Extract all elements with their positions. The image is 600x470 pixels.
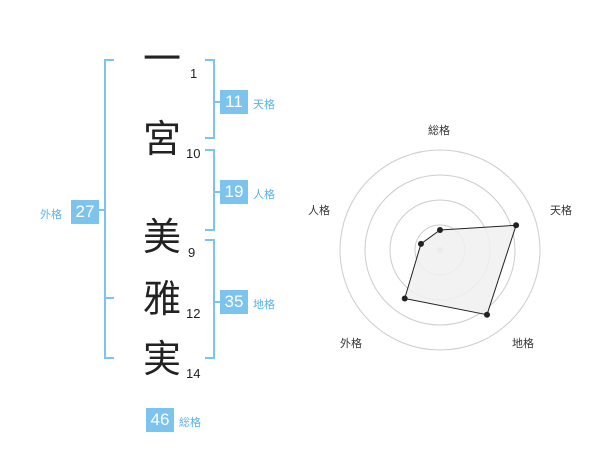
chikaku-label: 地格: [253, 298, 275, 311]
name-char-5: 実: [142, 337, 181, 381]
tenkaku-value: 11: [220, 90, 248, 114]
radar-point-3: [401, 295, 408, 302]
radar-label-gaikaku: 外格: [340, 337, 362, 350]
soukaku-label: 総格: [179, 416, 201, 429]
tenkaku-bracket: [205, 59, 220, 139]
stroke-count-2: 10: [186, 146, 201, 161]
radar-point-1: [513, 222, 520, 229]
name-char-2: 宮: [142, 117, 181, 161]
radar-point-4: [417, 240, 424, 247]
stroke-count-4: 12: [186, 306, 201, 321]
radar-label-jinkaku: 人格: [308, 204, 330, 217]
chikaku-value: 35: [220, 290, 248, 314]
jinkaku-label: 人格: [253, 188, 275, 201]
radar-label-tenkaku: 天格: [550, 204, 572, 217]
radar-point-0: [437, 227, 443, 233]
gaikaku-value: 27: [71, 200, 99, 224]
radar-ring: [364, 174, 516, 326]
stroke-count-3: 9: [188, 245, 196, 260]
name-char-1: 一: [142, 37, 181, 81]
radar-polygon: [404, 224, 517, 316]
radar-ring: [339, 149, 541, 351]
stroke-count-1: 1: [190, 66, 198, 81]
jinkaku-value: 19: [220, 180, 248, 204]
stroke-count-5: 14: [186, 366, 201, 381]
soukaku-value: 46: [146, 408, 174, 432]
jinkaku-bracket: [205, 149, 220, 231]
name-char-3: 美: [142, 215, 181, 259]
tenkaku-label: 天格: [253, 98, 275, 111]
radar-label-soukaku: 総格: [428, 124, 450, 137]
name-char-4: 雅: [142, 277, 181, 321]
radar-point-2: [484, 311, 491, 318]
radar-label-chikaku: 地格: [512, 337, 534, 350]
chikaku-bracket: [205, 239, 220, 359]
gaikaku-label: 外格: [40, 208, 62, 221]
